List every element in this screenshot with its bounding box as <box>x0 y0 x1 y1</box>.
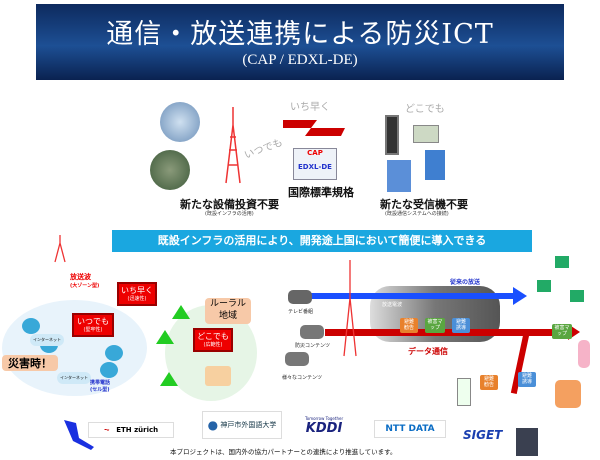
tv-content-db <box>288 290 312 304</box>
fast-text: いち早く <box>121 286 153 295</box>
plant-photo <box>150 150 190 190</box>
broadcast-label: 放送波 (大ゾーン型) <box>70 272 99 289</box>
receiver-caption: 新たな受信機不要 <box>380 198 468 211</box>
tower-icon <box>54 235 66 263</box>
infra-sub: (既設インフラの活用) <box>205 211 254 217</box>
ichihayaku-label: いち早く <box>290 102 330 113</box>
anywhere-text: どこでも <box>197 332 229 341</box>
anytime-sub: (堅牢性) <box>83 326 103 333</box>
mobile-text: 携帯電話 <box>90 380 111 386</box>
tower-icon <box>225 107 241 184</box>
emblem-logo <box>516 428 538 456</box>
cell-icon <box>22 318 40 334</box>
door-illustration <box>457 378 471 406</box>
kobe-logo: ● 神戸市外国語大学 <box>202 411 282 439</box>
kddi-tagline: Tomorrow Together <box>305 416 344 421</box>
kids-illustration <box>555 380 581 408</box>
itsudemo-label: いつでも <box>243 137 285 162</box>
tag-evacuation: 避難勧告 <box>400 318 418 333</box>
broadcast-sub: (大ゾーン型) <box>70 283 100 289</box>
cap-envelope-icon: CAP EDXL-DE <box>293 148 337 180</box>
people-illustration <box>205 366 231 386</box>
anywhere-sub: (広範性) <box>203 341 223 348</box>
standard-caption: 国際標準規格 <box>288 186 354 199</box>
cell-icon <box>100 362 118 378</box>
dokodemo-label: どこでも <box>405 104 445 115</box>
tv-receiver-icon <box>537 280 551 292</box>
mountain-icon <box>160 372 178 386</box>
speaker-icon <box>413 125 439 143</box>
disaster-content-db <box>300 325 324 339</box>
blue-arrow <box>310 293 515 299</box>
page-subtitle: (CAP / EDXL-DE) <box>242 52 358 68</box>
rural-label: ルーラル 地域 <box>205 298 251 324</box>
receiver-sub: (既設通信システムへの接続) <box>385 211 449 217</box>
tv-receiver-icon <box>570 290 584 302</box>
fast-box: いち早く(迅速性) <box>117 282 157 306</box>
title-banner: 通信・放送連携による防災ICT (CAP / EDXL-DE) <box>36 4 564 80</box>
anytime-text: いつでも <box>77 317 109 326</box>
eth-text: ETH zürich <box>116 426 159 434</box>
various-content-db <box>285 352 309 366</box>
broadcast-text: 放送波 <box>70 273 91 281</box>
city-photo <box>160 102 200 142</box>
disaster-label: 災害時！ <box>2 355 58 371</box>
footer-note: 本プロジェクトは、国内外の協力パートナーとの連携により推進しています。 <box>170 448 397 456</box>
kobe-text: 神戸市外国語大学 <box>220 421 277 429</box>
conventional-label: 従来の放送 <box>450 279 481 286</box>
internet-cloud: インターネット <box>57 372 91 384</box>
mobile-sub: (セル型) <box>90 387 110 393</box>
internet-cloud: インターネット <box>30 334 64 346</box>
page-title: 通信・放送連携による防災ICT <box>106 19 494 50</box>
cap-label: CAP <box>307 149 323 157</box>
edxl-label: EDXL-DE <box>298 163 332 171</box>
loudspeaker-photo <box>387 160 411 192</box>
antenna-photo <box>425 150 445 180</box>
infra-caption: 新たな設備投資不要 <box>180 198 279 211</box>
tv-label: テレビ番組 <box>288 309 314 315</box>
tower-icon <box>343 260 357 357</box>
tag-evacuation: 避難勧告 <box>480 375 498 390</box>
tag-guidance: 避難誘導 <box>452 318 470 333</box>
tag-damage-map: 被害マップ <box>425 318 445 333</box>
signage-icon <box>385 115 399 155</box>
siget-logo: SIGET <box>463 428 503 442</box>
person-illustration <box>578 340 590 368</box>
data-label: データ通信 <box>408 347 448 356</box>
disaster-content-label: 防災コンテンツ <box>295 343 331 349</box>
anytime-box: いつでも(堅牢性) <box>72 313 114 337</box>
key-message-banner: 既設インフラの活用により、開発途上国において簡便に導入できる <box>112 230 532 252</box>
lightning-icon <box>283 120 345 136</box>
mountain-icon <box>156 330 174 344</box>
radio-label: 放送電波 <box>382 302 403 308</box>
various-content-label: 様々なコンテンツ <box>282 375 323 381</box>
nttdata-logo: NTT DATA <box>374 420 446 438</box>
tag-guidance: 避難誘導 <box>518 372 536 387</box>
fast-sub: (迅速性) <box>127 295 147 302</box>
mountain-icon <box>172 305 190 319</box>
mobile-label: 携帯電話(セル型) <box>90 379 110 393</box>
blue-arrowhead <box>513 287 527 305</box>
eth-logo: ⏦ ETH zürich <box>88 422 174 438</box>
anywhere-box: どこでも(広範性) <box>193 328 233 352</box>
tag-damage-map: 被害マップ <box>552 324 572 339</box>
cell-icon <box>105 345 123 361</box>
kddi-text: KDDI <box>305 421 343 436</box>
red-arrow <box>325 329 570 336</box>
tv-receiver-icon <box>555 256 569 268</box>
